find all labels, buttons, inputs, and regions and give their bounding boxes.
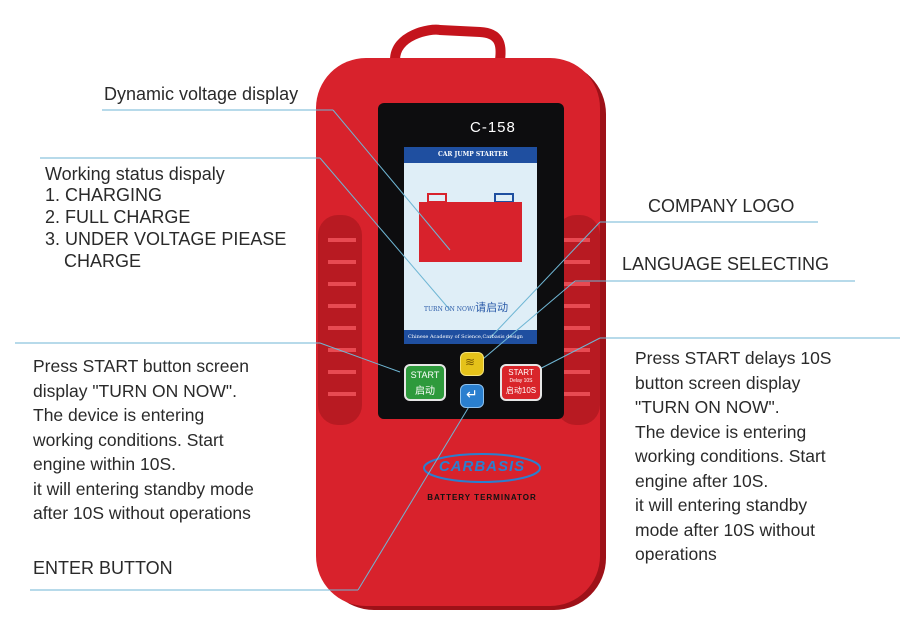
- start-button-label: START: [410, 370, 440, 380]
- lcd-footer-bar: [404, 330, 537, 344]
- start-left-line: working conditions. Start: [33, 429, 224, 450]
- start-left-line: Press START button screen: [33, 356, 249, 376]
- start-left-line: it will entering standby mode: [33, 478, 254, 499]
- status-item-1: 1. CHARGING: [45, 185, 163, 205]
- enter-icon: ↵: [466, 386, 478, 402]
- start-right-callout: Press START delays 10S button screen dis…: [635, 346, 831, 567]
- lcd-title: CAR JUMP STARTER: [438, 151, 508, 158]
- start-right-line: Press START delays 10S: [635, 348, 832, 368]
- start-button[interactable]: START 启动: [404, 364, 446, 401]
- battery-icon: [419, 202, 522, 262]
- start-right-line: The device is entering: [635, 421, 807, 442]
- lcd-prompt-en: TURN ON NOW/: [424, 306, 476, 313]
- lcd-prompt-cn: 请启动: [475, 301, 509, 314]
- start-left-line: The device is entering: [33, 405, 205, 425]
- start-delay-label: START: [508, 368, 534, 377]
- start-left-line: display "TURN ON NOW".: [33, 380, 237, 401]
- start-right-line: engine after 10S.: [635, 470, 769, 491]
- start-right-line: it will entering standby: [635, 495, 808, 515]
- left-grip-ridges: [328, 238, 356, 396]
- status-item-3: 3. UNDER VOLTAGE PIEASE: [45, 229, 287, 249]
- start-left-callout: Press START button screen display "TURN …: [33, 354, 254, 526]
- tagline: BATTERY TERMINATOR: [427, 493, 537, 502]
- start-right-line: button screen display: [635, 372, 801, 393]
- language-icon: ≋: [465, 355, 476, 369]
- start-delay-button[interactable]: START Delay 10S 启动10S: [500, 364, 542, 401]
- model-label: C-158: [470, 119, 516, 136]
- lcd-title-bar: [404, 147, 537, 163]
- enter-callout: ENTER BUTTON: [33, 558, 173, 578]
- enter-button[interactable]: ↵: [460, 384, 484, 408]
- brand-logo: CARBASIS: [438, 458, 526, 475]
- start-left-line: after 10S without operations: [33, 503, 251, 523]
- lcd-footer: Chinese Academy of Science,Carbasis desi…: [408, 334, 523, 340]
- start-right-line: "TURN ON NOW".: [635, 397, 780, 417]
- status-item-2: 2. FULL CHARGE: [45, 207, 191, 227]
- start-button-label-cn: 启动: [415, 386, 435, 397]
- voltage-callout: Dynamic voltage display: [104, 84, 299, 104]
- status-item-3-cont: CHARGE: [64, 251, 142, 271]
- start-right-line: working conditions. Start: [635, 446, 826, 466]
- cable: [390, 24, 506, 61]
- start-delay-sublabel: Delay 10S: [509, 378, 533, 384]
- start-left-line: engine within 10S.: [33, 454, 177, 474]
- lcd-prompt: TURN ON NOW/请启动: [424, 296, 508, 315]
- start-right-line: operations: [635, 544, 717, 564]
- start-delay-label-cn: 启动10S: [505, 386, 537, 395]
- start-right-line: mode after 10S without: [635, 519, 815, 540]
- status-callout-title: Working status dispaly: [45, 164, 225, 184]
- language-button[interactable]: ≋: [460, 352, 484, 376]
- language-callout: LANGUAGE SELECTING: [622, 254, 830, 274]
- brand-logo-oval: [423, 453, 541, 483]
- logo-callout: COMPANY LOGO: [648, 196, 795, 216]
